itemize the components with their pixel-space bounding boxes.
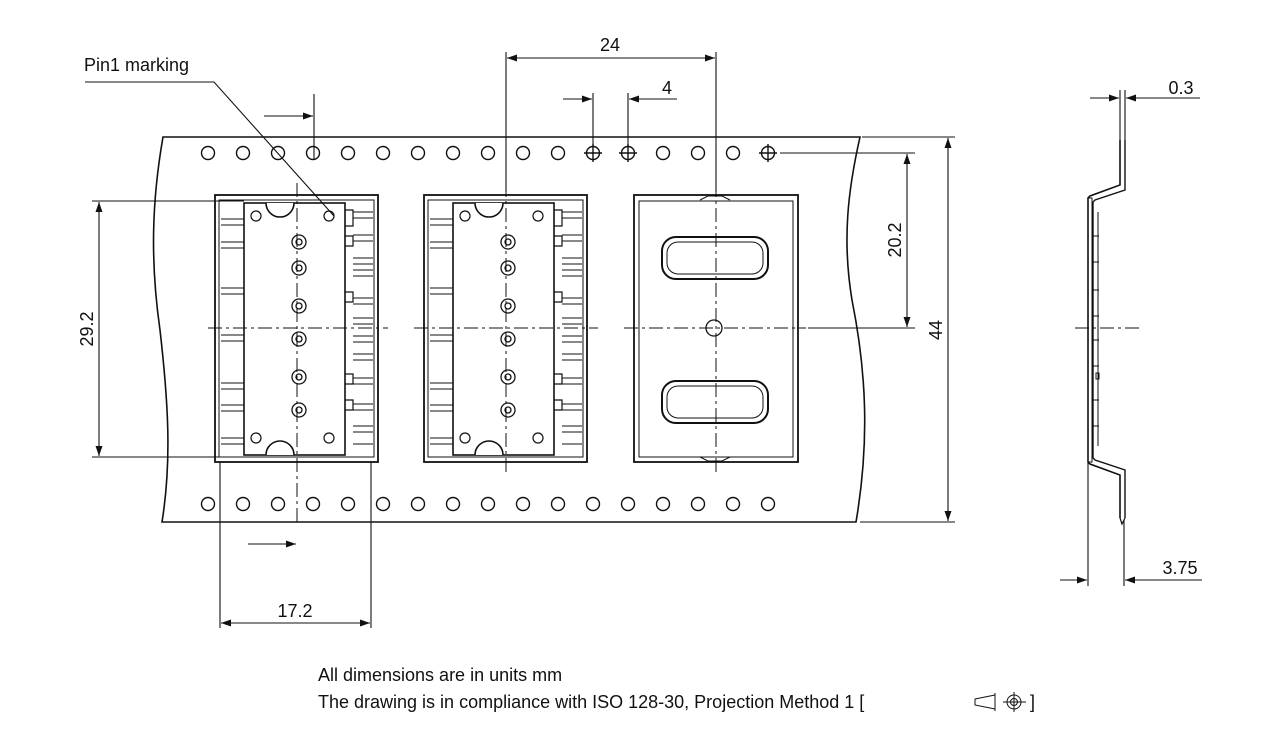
sprocket-hole xyxy=(340,145,356,161)
sprocket-hole xyxy=(445,496,461,512)
dim-0-3-label: 0.3 xyxy=(1168,78,1193,98)
sprocket-hole xyxy=(410,145,426,161)
sprocket-hole xyxy=(655,145,671,161)
sprocket-hole xyxy=(690,496,706,512)
dim-29-2-label: 29.2 xyxy=(77,311,97,346)
sprocket-hole xyxy=(585,496,601,512)
sprocket-hole xyxy=(375,496,391,512)
sprocket-hole xyxy=(200,496,216,512)
sprocket-hole-crosshair xyxy=(619,144,637,162)
sprocket-hole xyxy=(725,496,741,512)
sprocket-hole-crosshair xyxy=(759,144,777,162)
sprocket-hole xyxy=(410,496,426,512)
dim-24-label: 24 xyxy=(600,35,620,55)
units-note: All dimensions are in units mm xyxy=(318,665,562,685)
sprocket-hole xyxy=(690,145,706,161)
sprocket-hole xyxy=(760,496,776,512)
sprocket-hole xyxy=(200,145,216,161)
sprocket-hole xyxy=(305,145,321,161)
dim-20-2-label: 20.2 xyxy=(885,222,905,257)
sprocket-hole xyxy=(515,496,531,512)
sprocket-hole xyxy=(445,145,461,161)
sprocket-hole xyxy=(305,496,321,512)
sprocket-hole xyxy=(515,145,531,161)
sprocket-hole xyxy=(480,496,496,512)
dim-3-75-label: 3.75 xyxy=(1162,558,1197,578)
sprocket-hole xyxy=(725,145,741,161)
iso-compliance-note: The drawing is in compliance with ISO 12… xyxy=(318,692,864,712)
side-view xyxy=(1075,140,1140,526)
pin1-marking-label: Pin1 marking xyxy=(84,55,189,75)
sprocket-hole-crosshair xyxy=(584,144,602,162)
top-sprocket-holes xyxy=(200,144,777,162)
sprocket-hole xyxy=(620,496,636,512)
sprocket-hole xyxy=(270,496,286,512)
dim-17-2-label: 17.2 xyxy=(277,601,312,621)
sprocket-hole xyxy=(235,145,251,161)
dim-4-label: 4 xyxy=(662,78,672,98)
center-lines xyxy=(208,183,806,522)
dimension-lines xyxy=(85,52,1202,628)
iso-bracket-close: ] xyxy=(1030,692,1035,712)
bottom-sprocket-holes xyxy=(200,496,776,512)
carrier-tape-outline xyxy=(152,136,866,523)
projection-method-symbol xyxy=(974,692,1026,712)
sprocket-hole xyxy=(375,145,391,161)
sprocket-hole xyxy=(270,145,286,161)
sprocket-hole xyxy=(340,496,356,512)
sprocket-hole xyxy=(550,145,566,161)
sprocket-hole xyxy=(480,145,496,161)
sprocket-hole xyxy=(550,496,566,512)
dim-44-label: 44 xyxy=(926,320,946,340)
sprocket-hole xyxy=(655,496,671,512)
sprocket-hole xyxy=(235,496,251,512)
